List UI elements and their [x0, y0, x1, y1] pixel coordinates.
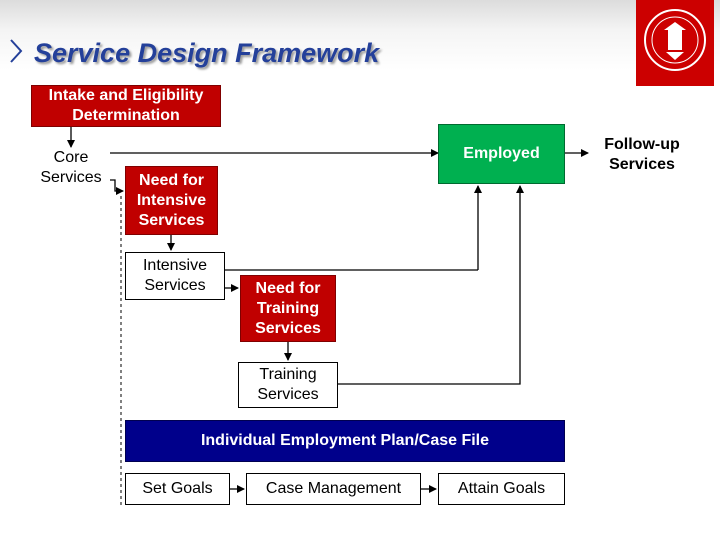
- department-seal-icon: [636, 0, 714, 86]
- chevron-right-icon: [10, 39, 23, 63]
- individual-employment-plan-bar: Individual Employment Plan/Case File: [125, 420, 565, 462]
- employed-box: Employed: [438, 124, 565, 184]
- need-training-services-box: Need for Training Services: [240, 275, 336, 342]
- intake-eligibility-box: Intake and Eligibility Determination: [31, 85, 221, 127]
- page-title: Service Design Framework: [34, 38, 380, 68]
- arrow-training-to-employed: [338, 185, 524, 385]
- set-goals-box: Set Goals: [125, 473, 230, 505]
- intensive-services-box: Intensive Services: [125, 252, 225, 300]
- need-intensive-services-box: Need for Intensive Services: [125, 166, 218, 235]
- arrow-core-to-need-intensive: [110, 179, 124, 195]
- case-management-box: Case Management: [246, 473, 421, 505]
- core-services-label: Core Services: [40, 149, 102, 186]
- follow-up-services-label: Follow-up Services: [604, 136, 680, 173]
- attain-goals-box: Attain Goals: [438, 473, 565, 505]
- training-services-box: Training Services: [238, 362, 338, 408]
